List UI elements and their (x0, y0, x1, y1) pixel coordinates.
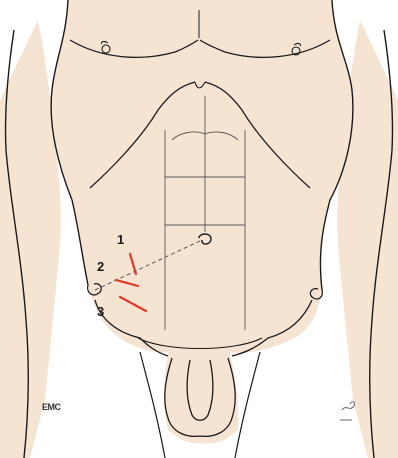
left-thigh (140, 352, 165, 458)
emc-watermark: EMC (42, 403, 61, 412)
right-thigh (235, 352, 260, 458)
genital-outline (165, 358, 235, 436)
label-2: 2 (97, 260, 104, 273)
signature-mark (340, 402, 355, 420)
label-3: 3 (97, 305, 104, 318)
label-1: 1 (117, 233, 124, 246)
left-arm-skin (0, 20, 61, 458)
